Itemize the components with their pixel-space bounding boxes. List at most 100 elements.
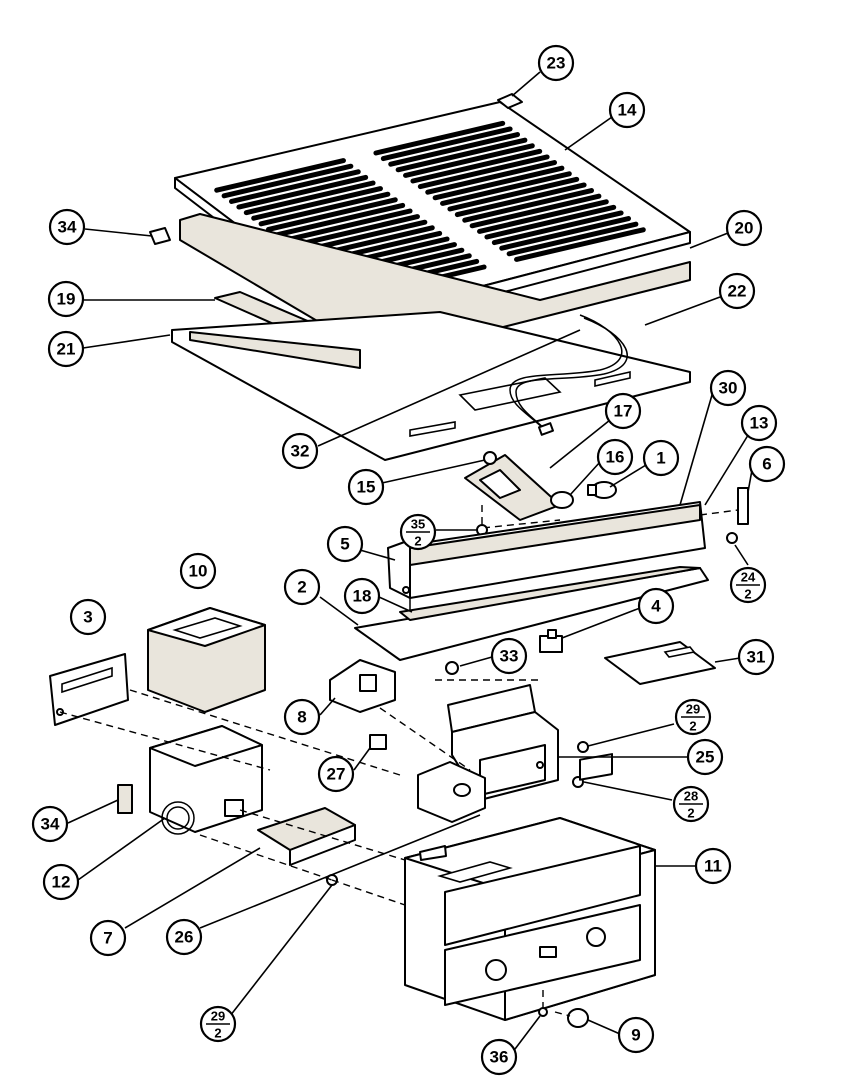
grille-slot bbox=[373, 120, 506, 156]
callout-30: 30 bbox=[709, 369, 747, 407]
grille-slot bbox=[410, 148, 543, 184]
grille-slot bbox=[499, 216, 631, 251]
grille-slot bbox=[221, 163, 354, 199]
grille-slot bbox=[454, 182, 587, 218]
svg-text:3: 3 bbox=[83, 608, 92, 627]
svg-text:4: 4 bbox=[651, 597, 661, 616]
foam-block bbox=[257, 807, 356, 866]
svg-text:8: 8 bbox=[297, 708, 306, 727]
svg-text:28: 28 bbox=[684, 789, 698, 804]
svg-text:25: 25 bbox=[696, 748, 715, 767]
svg-text:34: 34 bbox=[58, 218, 77, 237]
svg-text:32: 32 bbox=[291, 442, 310, 461]
grille-slot bbox=[380, 126, 513, 162]
grille-slot bbox=[251, 186, 383, 221]
bulb-socket bbox=[550, 481, 617, 509]
callout-5: 5 bbox=[326, 525, 364, 563]
svg-text:9: 9 bbox=[631, 1026, 640, 1045]
shelf-frame bbox=[149, 213, 691, 359]
grille-slot bbox=[266, 197, 398, 232]
screw-36 bbox=[538, 1007, 548, 1017]
grille-slot bbox=[432, 165, 565, 201]
svg-text:29: 29 bbox=[211, 1009, 225, 1024]
grille-slot bbox=[273, 202, 406, 238]
callout-36: 36 bbox=[480, 1038, 518, 1076]
svg-text:11: 11 bbox=[704, 857, 722, 876]
callout-23: 23 bbox=[537, 44, 575, 82]
switch-27 bbox=[369, 734, 387, 750]
grille-slot bbox=[462, 188, 594, 223]
callout-29-2-lower: 29 2 bbox=[199, 1005, 237, 1043]
door-switch bbox=[539, 629, 563, 653]
svg-text:2: 2 bbox=[414, 534, 421, 549]
svg-text:12: 12 bbox=[52, 873, 71, 892]
callout-11: 11 bbox=[694, 847, 732, 885]
callout-24-2: 24 2 bbox=[729, 566, 767, 604]
thermostat bbox=[149, 725, 263, 835]
callout-9: 9 bbox=[617, 1016, 655, 1054]
callout-19: 19 bbox=[47, 280, 85, 318]
callout-6: 6 bbox=[748, 445, 786, 483]
control-channel bbox=[387, 501, 706, 612]
svg-text:22: 22 bbox=[728, 282, 747, 301]
callout-12: 12 bbox=[42, 863, 80, 901]
grille-slot bbox=[229, 169, 361, 204]
callout-35-2: 35 2 bbox=[399, 513, 437, 551]
callout-26: 26 bbox=[165, 918, 203, 956]
side-bracket bbox=[737, 487, 749, 525]
callout-4: 4 bbox=[637, 587, 675, 625]
svg-text:18: 18 bbox=[353, 587, 372, 606]
svg-text:14: 14 bbox=[618, 101, 637, 120]
grille-slot bbox=[469, 193, 602, 229]
assembly-lines bbox=[59, 509, 739, 1017]
svg-text:27: 27 bbox=[327, 765, 346, 784]
callout-16: 16 bbox=[596, 438, 634, 476]
grille-slot bbox=[243, 180, 376, 216]
wire-harness bbox=[509, 314, 628, 436]
callout-31: 31 bbox=[737, 638, 775, 676]
nut-33 bbox=[445, 661, 459, 675]
grille-slot bbox=[491, 210, 624, 246]
svg-text:29: 29 bbox=[686, 702, 700, 717]
svg-text:30: 30 bbox=[719, 379, 738, 398]
callout-34-lower: 34 bbox=[31, 805, 69, 843]
svg-text:1: 1 bbox=[656, 449, 665, 468]
svg-text:19: 19 bbox=[57, 290, 76, 309]
svg-text:2: 2 bbox=[744, 587, 751, 602]
callout-15: 15 bbox=[347, 468, 385, 506]
mounting-bracket bbox=[417, 761, 486, 823]
svg-text:7: 7 bbox=[103, 929, 112, 948]
grille-slot bbox=[484, 204, 617, 240]
callout-29-2-upper: 29 2 bbox=[674, 698, 712, 736]
svg-text:21: 21 bbox=[57, 340, 76, 359]
screw-24 bbox=[726, 532, 738, 544]
grille-slot bbox=[395, 137, 528, 173]
svg-text:26: 26 bbox=[175, 928, 194, 947]
access-plate bbox=[49, 653, 129, 726]
cover-plate bbox=[604, 641, 716, 685]
grille-slot bbox=[280, 208, 413, 244]
svg-text:2: 2 bbox=[214, 1026, 221, 1041]
screw-29 bbox=[577, 741, 589, 753]
callout-14: 14 bbox=[608, 91, 646, 129]
callout-8: 8 bbox=[283, 698, 321, 736]
grille-slot bbox=[477, 199, 609, 234]
svg-text:5: 5 bbox=[340, 535, 349, 554]
svg-text:17: 17 bbox=[614, 402, 633, 421]
callout-10: 10 bbox=[179, 552, 217, 590]
grille-slot bbox=[388, 132, 520, 167]
svg-text:10: 10 bbox=[189, 562, 208, 581]
callout-21: 21 bbox=[47, 330, 85, 368]
svg-text:24: 24 bbox=[741, 570, 756, 585]
svg-text:2: 2 bbox=[297, 578, 306, 597]
svg-text:2: 2 bbox=[687, 806, 694, 821]
grille-slot bbox=[514, 227, 646, 262]
svg-text:6: 6 bbox=[762, 455, 771, 474]
grille-slot bbox=[214, 158, 346, 193]
svg-text:36: 36 bbox=[490, 1048, 509, 1067]
nut-15 bbox=[483, 451, 497, 465]
grille-slot bbox=[425, 160, 557, 195]
svg-text:23: 23 bbox=[547, 54, 566, 73]
callout-28-2: 28 2 bbox=[672, 785, 710, 823]
